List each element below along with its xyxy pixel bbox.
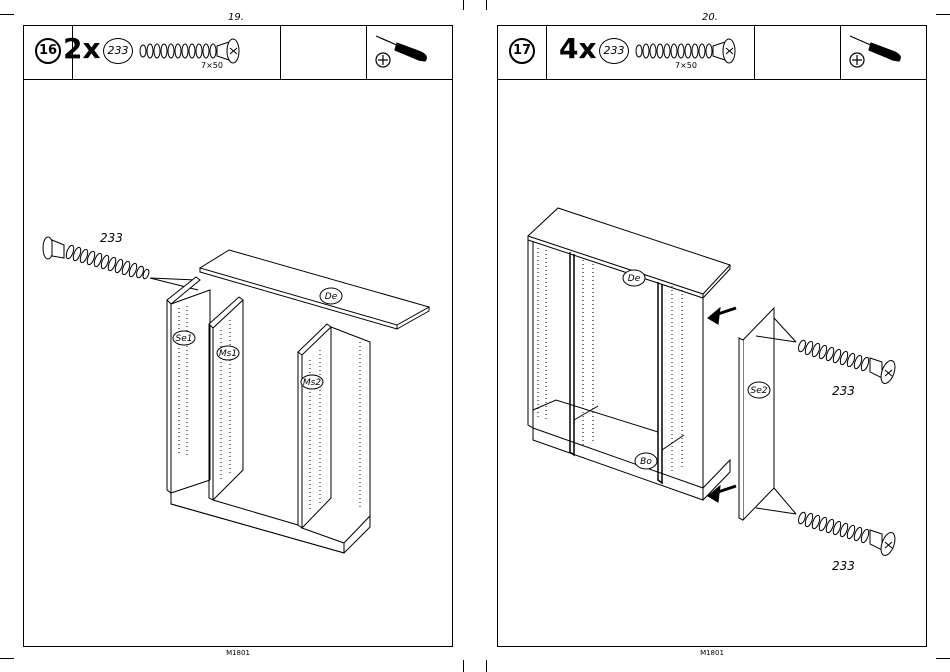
screwdriver-icon [845,30,915,75]
instruction-page-right: 17 4x 233 7×50 [497,25,927,647]
screw-callout: 233 [100,231,123,245]
quantity: 2x [63,32,101,65]
tool-cell [841,26,927,79]
page-number: 19. [206,12,266,23]
screw-icon [43,237,150,280]
quantity: 4x [559,32,597,65]
part-label-de: De [325,292,338,302]
part-label-se1: Se1 [176,334,193,344]
parts-cell: 2x 233 7×50 [73,26,281,79]
screw-callout-top: 233 [832,384,855,398]
instruction-page-left: 16 2x 233 7×50 [23,25,453,647]
page-number: 20. [680,12,740,23]
screw-icon [137,36,257,66]
screw-callout-bottom: 233 [832,559,855,573]
empty-cell [755,26,841,79]
tool-cell [367,26,453,79]
parts-cell: 4x 233 7×50 [547,26,755,79]
footer-code: M1801 [682,649,742,657]
step-header: 16 2x 233 7×50 [24,26,452,80]
assembly-diagram: De Bo Se2 233 233 [498,80,926,646]
part-label-bo: Bo [640,457,652,467]
screw-size: 7×50 [201,61,223,70]
step-number: 16 [35,38,61,64]
part-label-ms1: Ms1 [219,349,237,359]
crop-mark [0,658,14,659]
crop-mark [936,14,950,15]
part-label-de: De [628,274,641,284]
crop-mark [0,14,14,15]
part-number-badge: 233 [599,38,629,64]
step-header: 17 4x 233 7×50 [498,26,926,80]
crop-mark [463,660,464,672]
part-label-se2: Se2 [751,386,768,396]
step-cell: 17 [498,26,547,79]
step-number: 17 [509,38,535,64]
screwdriver-icon [371,30,441,75]
crop-mark [936,658,950,659]
crop-mark [463,0,464,10]
crop-mark [486,0,487,10]
screw-size: 7×50 [675,61,697,70]
empty-cell [281,26,367,79]
footer-code: M1801 [208,649,268,657]
part-number-badge: 233 [103,38,133,64]
assembly-diagram: Se1 Ms1 Ms2 De 233 [24,80,452,646]
part-label-ms2: Ms2 [303,378,321,388]
crop-mark [486,660,487,672]
